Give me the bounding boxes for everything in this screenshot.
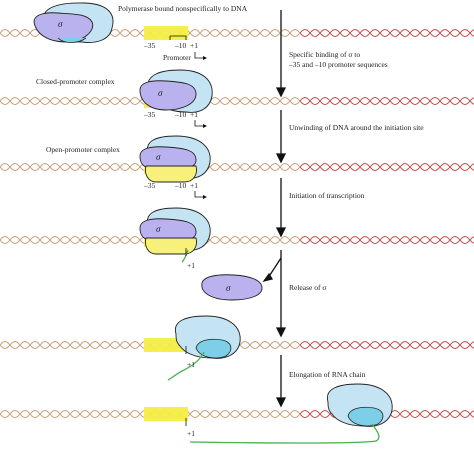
sigma-factor [139,218,197,241]
dna-helix [0,162,474,172]
arrowhead-icon [275,87,287,98]
sigma-factor [33,12,94,43]
open-promoter-complex: σ [139,135,211,183]
position-markers: –35 –10 +1 –35 –10 +1 –35 –10 +1 +1 +1 +… [143,41,198,438]
marker-plus1: +1 [187,360,195,369]
sigma-factor [201,274,263,301]
marker-plus1: +1 [190,110,198,119]
arrowhead-icon [275,397,287,408]
promoter-box [144,407,188,421]
dna-strand [299,162,474,172]
arrowhead-icon [275,327,287,338]
sigma-label: σ [156,152,161,162]
dna-strand [299,28,474,38]
label-open-complex: Open-promoter complex [46,145,120,154]
text-labels: Polymerase bound nonspecifically to DNA … [36,4,424,379]
released-sigma: σ [201,274,263,301]
marker-minus35: –35 [143,110,156,119]
elongation-complex-2 [189,383,393,444]
step-specific-binding-line2: –35 and –10 promoter sequences [288,60,388,69]
marker-plus1: +1 [187,429,195,438]
dna-strand [299,28,474,38]
dna-helix [0,409,474,419]
sigma-factor [139,146,197,169]
arrowhead-icon [262,272,274,283]
initiation-complex: σ [139,207,211,263]
step-release: Release of σ [289,283,326,292]
sigma-label: σ [226,283,231,293]
dna-strand [299,96,474,106]
dna-strand [299,340,474,350]
dna-strand [299,162,474,172]
marker-plus1: +1 [187,261,195,270]
marker-minus10: –10 [174,110,187,119]
step-unwinding: Unwinding of DNA around the initiation s… [289,123,424,132]
marker-minus35: –35 [143,181,156,190]
step-specific-binding-line1: Specific binding of σ to [289,50,360,59]
active-site [195,338,232,359]
sigma-label: σ [156,224,161,234]
promoter-box [144,26,188,40]
sigma-label: σ [158,88,163,98]
dna-strand [299,235,474,245]
dna-strand [299,96,474,106]
rna-transcript [189,423,380,444]
marker-minus10: –10 [174,41,187,50]
dna-helix [0,96,474,106]
active-site [347,406,384,427]
sigma-factor [139,80,197,111]
marker-plus1: +1 [190,181,198,190]
polymerase-nonspecific: σ [33,2,114,43]
step-initiation: Initiation of transcription [289,191,365,200]
release-branch-line [267,257,282,279]
step-elongation: Elongation of RNA chain [289,370,366,379]
arrowhead-icon [275,227,287,238]
label-polymerase-bound: Polymerase bound nonspecifically to DNA [118,4,248,13]
dna-binding-cleft [57,37,87,43]
transcription-bubble [145,165,197,183]
label-promoter: Promoter [163,53,191,62]
transcription-bubble [145,237,197,255]
marker-minus35: –35 [143,41,156,50]
start-site-arrows [169,35,207,426]
marker-plus1: +1 [190,41,198,50]
closed-promoter-complex: σ [139,69,213,113]
elongation-complex-1 [167,315,241,381]
marker-minus10: –10 [174,181,187,190]
label-closed-complex: Closed-promoter complex [36,77,115,86]
arrowhead-icon [275,153,287,164]
sigma-label: σ [58,19,63,29]
dna-strand [299,235,474,245]
dna-helix [0,235,474,245]
dna-strand [299,340,474,350]
rna-transcript [181,249,189,263]
rna-transcript [167,351,205,381]
dna-layer [0,28,474,419]
step-arrows [262,10,287,408]
